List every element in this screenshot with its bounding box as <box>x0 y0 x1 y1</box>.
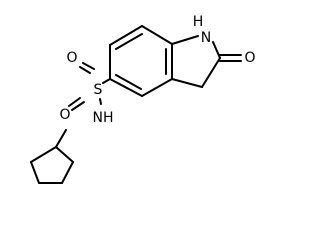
bond <box>102 78 111 84</box>
benzene-ring <box>109 25 173 97</box>
bond <box>55 146 74 163</box>
sulfonamide-group <box>68 62 111 111</box>
atom-label-sulfonyl-o-top: O <box>66 50 77 66</box>
bond <box>115 74 142 90</box>
bond <box>141 25 173 45</box>
bond <box>171 35 199 45</box>
bond <box>212 41 221 59</box>
carbonyl-group <box>219 54 242 62</box>
bond <box>141 78 173 97</box>
bond <box>82 62 95 70</box>
bond <box>61 161 74 184</box>
atom-label-indole-h: H <box>193 14 204 30</box>
bond <box>79 66 91 74</box>
bond <box>109 25 143 46</box>
bond <box>171 78 203 88</box>
bond <box>71 101 85 111</box>
bond <box>55 129 67 148</box>
atom-label-sulfur: S <box>94 82 103 98</box>
atom-label-amide-nh: NH <box>93 110 114 126</box>
lactam-ring <box>171 35 221 88</box>
bond <box>115 33 143 50</box>
atom-label-sulfonyl-o-bottom: O <box>59 107 70 123</box>
bond <box>109 78 143 97</box>
bond <box>68 97 81 107</box>
atom-label-carbonyl-o: O <box>244 50 255 66</box>
chemical-structure: H N O S O O NH <box>30 14 256 184</box>
bond <box>30 146 57 163</box>
cyclopentyl-ring <box>30 129 74 184</box>
bond <box>99 98 102 105</box>
bond <box>201 57 221 88</box>
bond <box>30 161 40 184</box>
atom-label-indole-n: N <box>201 30 211 46</box>
